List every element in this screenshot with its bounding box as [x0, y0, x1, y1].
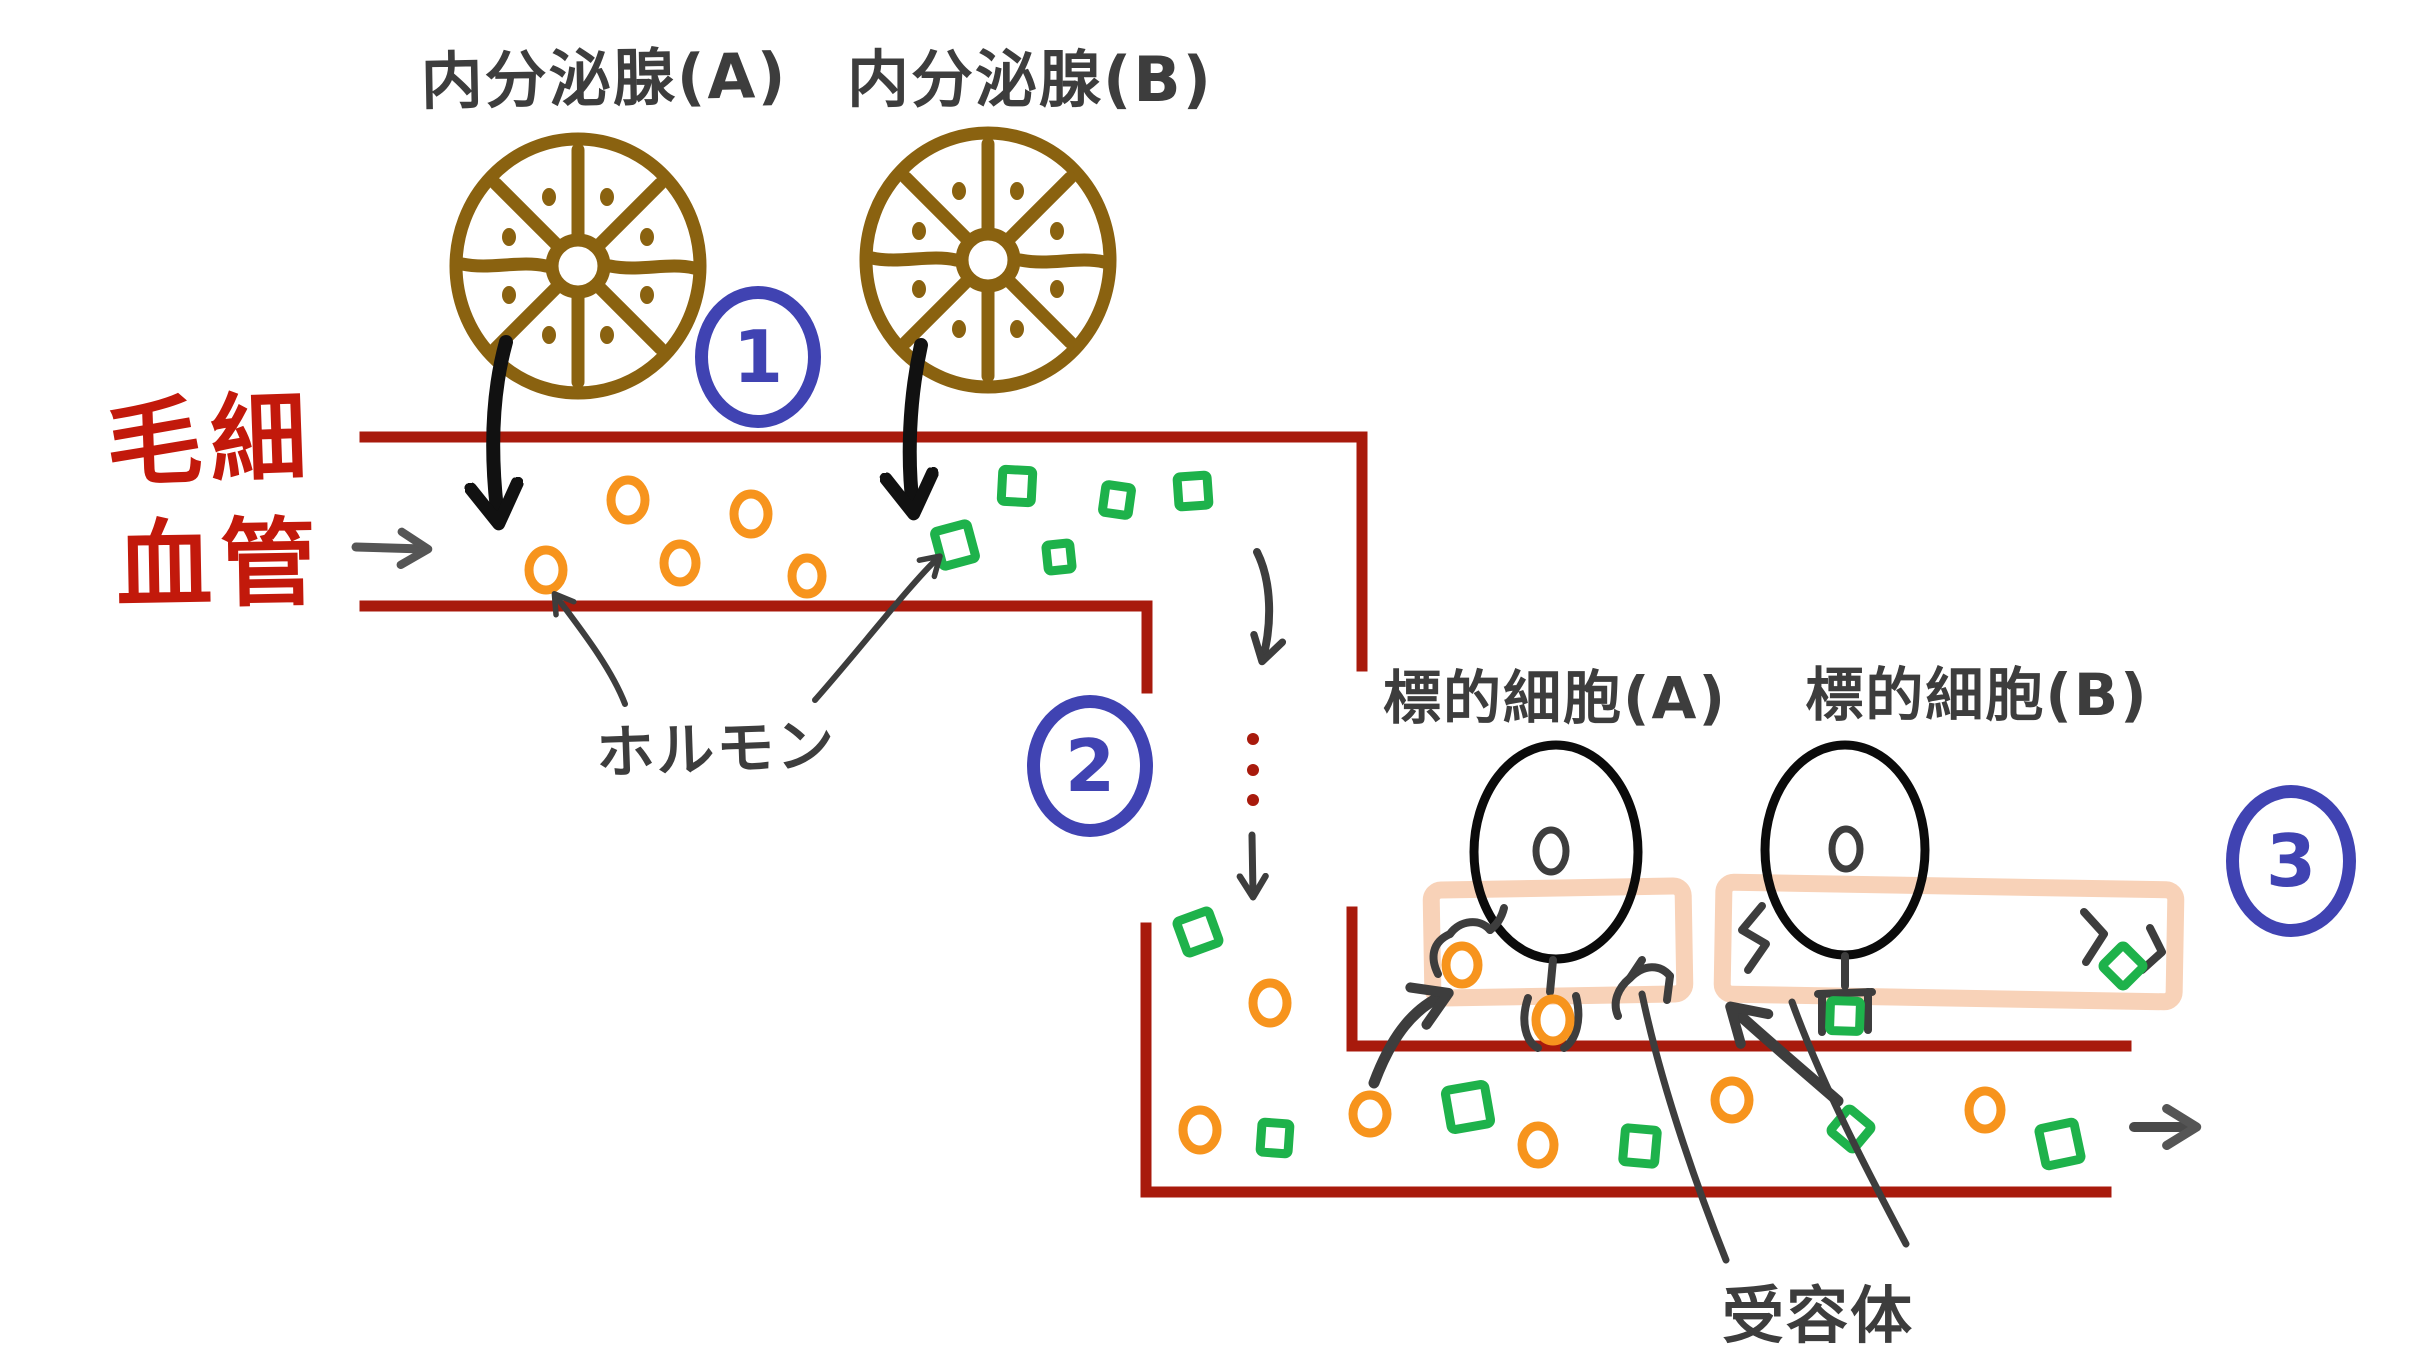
gland-b-secretion-arrow — [910, 338, 921, 508]
cell-b-receptors — [1738, 902, 2166, 1036]
hormone-b-icon — [2034, 1117, 2086, 1171]
receptor-label: 受容体 — [1721, 1279, 1915, 1352]
receptor-icon — [1738, 902, 1770, 974]
hormone-a-icon — [1348, 1090, 1392, 1138]
hormone-a-icon — [1710, 1076, 1754, 1124]
gland-secretory-dots — [912, 182, 1064, 338]
flow-down-arrow-upper — [1250, 548, 1287, 666]
hormone-a-icon — [787, 553, 827, 599]
receptor-pointer-line-b — [1788, 998, 1910, 1248]
hormone-a-icon-bound — [1441, 941, 1483, 989]
receptor-pointer-line-a — [1638, 990, 1730, 1264]
hormone-label: ホルモン — [595, 710, 838, 788]
receptor-icon — [1520, 956, 1583, 1052]
capillary-label-line1: 毛細 — [104, 380, 317, 501]
target-cell-a-label: 標的細胞(A) — [1383, 664, 1727, 732]
hormone-a-icon-bound — [1531, 994, 1575, 1046]
hormone-pointer-arrow-a — [551, 591, 628, 707]
hormone-a-icon — [606, 475, 650, 525]
receptor-icon — [2080, 908, 2166, 974]
endocrine-gland-a-icon — [449, 132, 707, 400]
cell-nucleus — [1828, 825, 1864, 873]
hormone-a-icon — [524, 545, 568, 595]
capillary-label-line2: 血管 — [115, 506, 326, 623]
target-cell-b-icon — [1760, 740, 1930, 960]
hormone-a-icon — [1178, 1105, 1222, 1155]
upper-vessel-top-wall — [359, 431, 1368, 672]
gland-center-duct — [545, 233, 611, 299]
cell-membrane — [1760, 740, 1930, 960]
hormone-a-group-lower — [1178, 978, 2006, 1169]
receptor-icon — [1611, 956, 1674, 1020]
gland-secretory-dots — [502, 188, 654, 344]
lower-vessel-inner-top-wall — [1346, 906, 2132, 1052]
step-3-badge: 3 — [2226, 785, 2356, 937]
hormone-b-icon — [1255, 1117, 1295, 1159]
cell-a-receptors — [1429, 904, 1674, 1052]
target-cell-b-label: 標的細胞(B) — [1805, 661, 2149, 729]
dot — [1247, 764, 1259, 776]
hormone-b-icon — [1098, 480, 1136, 520]
hormone-a-icon — [1248, 978, 1292, 1028]
hormone-b-icon — [1618, 1123, 1662, 1169]
dot — [1247, 794, 1259, 806]
hormone-a-icon — [729, 489, 773, 539]
hormone-a-icon — [659, 539, 701, 587]
hormone-b-icon — [1172, 906, 1224, 958]
hormone-b-icon — [1172, 470, 1214, 512]
hormone-b-icon-bound — [1825, 996, 1865, 1036]
hormone-a-icon — [1517, 1121, 1559, 1169]
gland-spokes — [455, 143, 701, 389]
hormone-b-icon — [930, 519, 980, 571]
binding-arrow-cell-a — [1368, 982, 1454, 1089]
hormone-a-icon — [1964, 1086, 2006, 1134]
receptor-zone-box-b — [1713, 873, 2185, 1011]
hormone-b-icon — [996, 464, 1038, 508]
endocrine-gland-a-label: 内分泌腺(A) — [420, 38, 789, 119]
vessel-dotted-continuation — [1247, 733, 1259, 806]
endocrine-gland-b-label: 内分泌腺(B) — [847, 43, 1213, 116]
gland-center-duct — [955, 227, 1021, 293]
flow-down-arrow-lower — [1236, 831, 1269, 901]
endocrine-gland-b-icon — [859, 126, 1117, 394]
cell-nucleus — [1532, 826, 1570, 876]
hormone-b-group-upper — [930, 464, 1214, 576]
hormone-b-icon-bound — [2098, 941, 2148, 991]
hormone-b-group-lower — [1172, 906, 2086, 1171]
blood-inflow-arrow — [351, 527, 433, 570]
hormone-pointer-arrow-b — [812, 553, 943, 703]
hormone-b-icon — [1041, 538, 1077, 576]
hormone-b-icon — [1440, 1079, 1496, 1135]
step-2-badge: 2 — [1027, 695, 1153, 837]
upper-vessel-bottom-wall — [359, 600, 1153, 694]
receptor-icon — [1429, 904, 1508, 978]
gland-a-secretion-arrow — [493, 335, 506, 518]
hormone-a-group-upper — [524, 475, 827, 599]
gland-spokes — [865, 137, 1111, 383]
step-1-badge: 1 — [695, 286, 821, 428]
receptor-icon — [1814, 952, 1876, 1036]
lower-vessel-left-bottom-wall — [1140, 922, 2112, 1198]
dot — [1247, 733, 1259, 745]
